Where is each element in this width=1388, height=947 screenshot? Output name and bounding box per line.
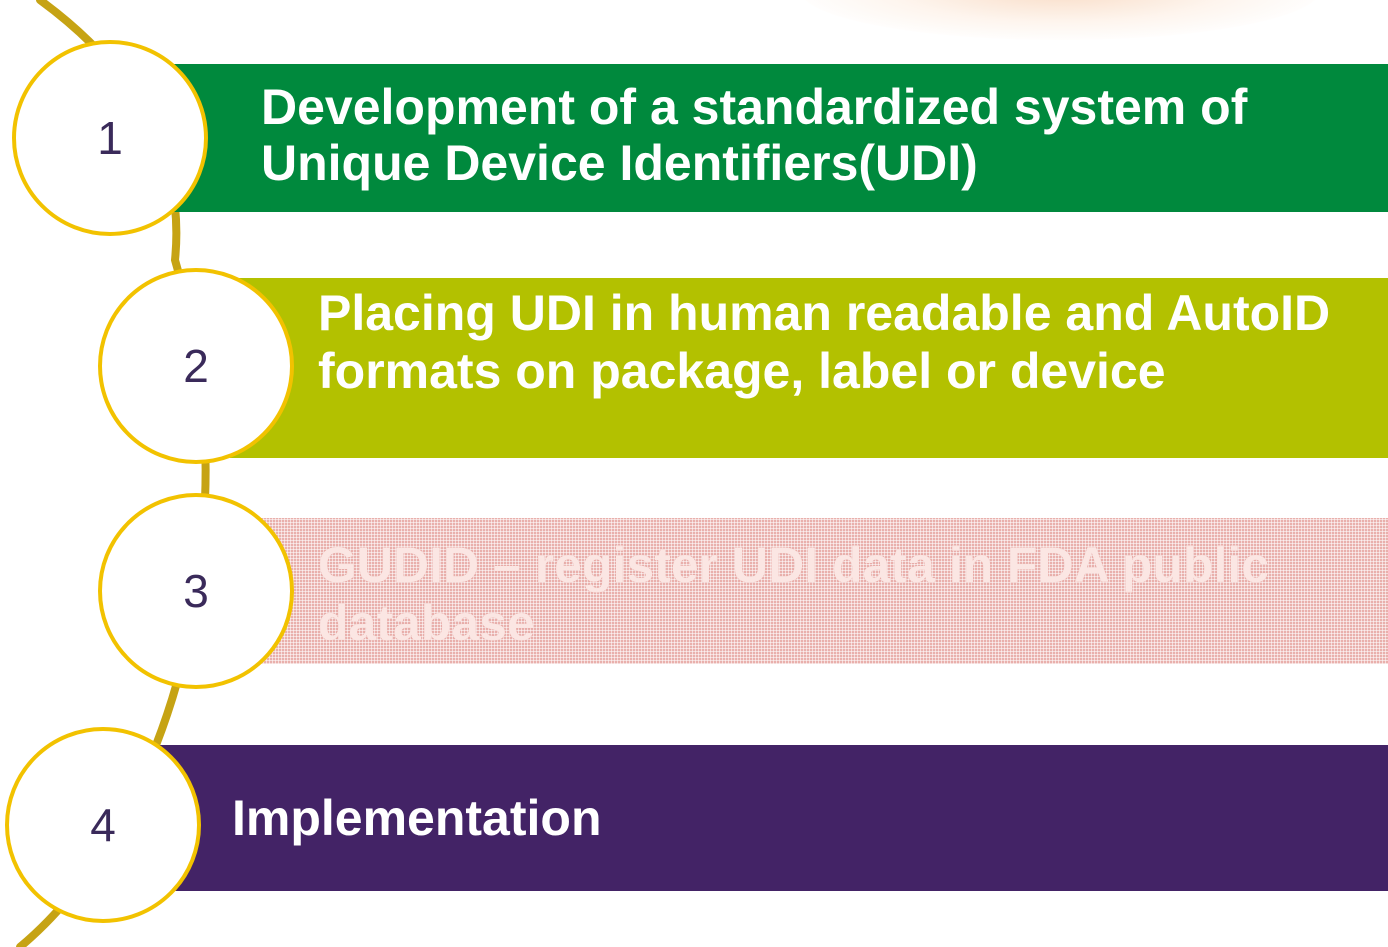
step-4-number-circle: 4 bbox=[5, 727, 201, 923]
step-2-band: Placing UDI in human readable and AutoID… bbox=[230, 278, 1388, 458]
step-2-text: Placing UDI in human readable and AutoID… bbox=[318, 285, 1331, 399]
step-4-text: Implementation bbox=[232, 790, 602, 846]
step-3-text: GUDID – register UDI data in FDA public … bbox=[318, 537, 1270, 651]
step-1-text: Development of a standardized system of … bbox=[261, 79, 1248, 191]
step-3-number-circle: 3 bbox=[98, 493, 294, 689]
step-1-band: Development of a standardized system of … bbox=[165, 64, 1388, 212]
step-4-band: Implementation bbox=[150, 745, 1388, 891]
step-1-number-circle: 1 bbox=[12, 40, 208, 236]
step-2-number-circle: 2 bbox=[98, 268, 294, 464]
step-3-band: GUDID – register UDI data in FDA public … bbox=[245, 518, 1388, 664]
